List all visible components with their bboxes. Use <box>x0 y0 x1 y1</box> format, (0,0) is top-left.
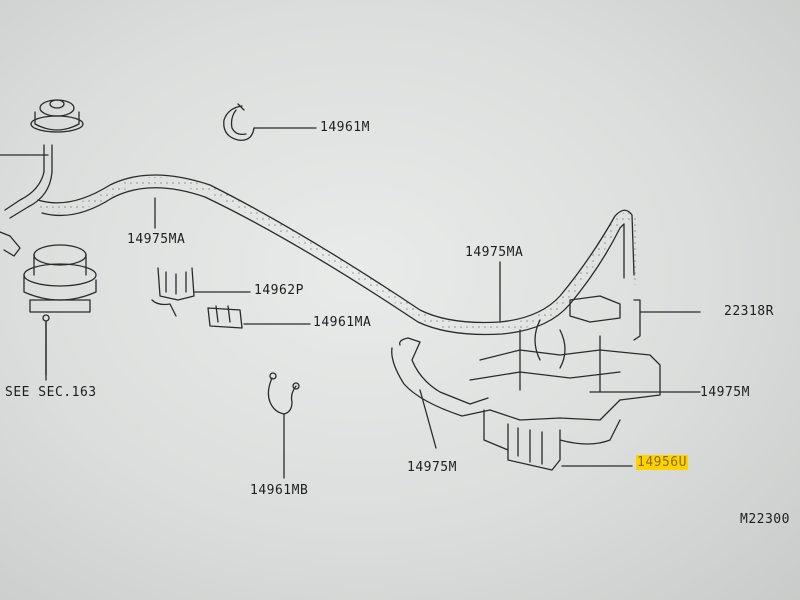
left-pipe <box>0 144 53 257</box>
hose-14975MA-upper <box>36 174 640 336</box>
label-14975MA-mid: 14975MA <box>465 245 524 260</box>
label-14962P: 14962P <box>254 283 304 298</box>
cap-part <box>30 99 84 133</box>
label-14975M-bottom: 14975M <box>407 460 457 475</box>
pump-part <box>23 244 97 376</box>
label-14975M-right: 14975M <box>700 385 750 400</box>
clamp-14961M <box>223 103 317 141</box>
clip-14961MA <box>207 305 311 329</box>
label-14975MA-left: 14975MA <box>127 232 186 247</box>
bracket-14962P <box>151 267 251 317</box>
label-14961MA: 14961MA <box>313 315 372 330</box>
figure-code: M22300 <box>740 512 790 527</box>
label-14961MB: 14961MB <box>250 483 309 498</box>
label-14956U-highlighted: 14956U <box>636 455 688 470</box>
valve-assembly <box>391 295 701 471</box>
ring-14961MB <box>267 372 300 479</box>
label-22318R: 22318R <box>724 304 774 319</box>
label-14961M: 14961M <box>320 120 370 135</box>
label-see-sec: SEE SEC.163 <box>5 385 97 400</box>
